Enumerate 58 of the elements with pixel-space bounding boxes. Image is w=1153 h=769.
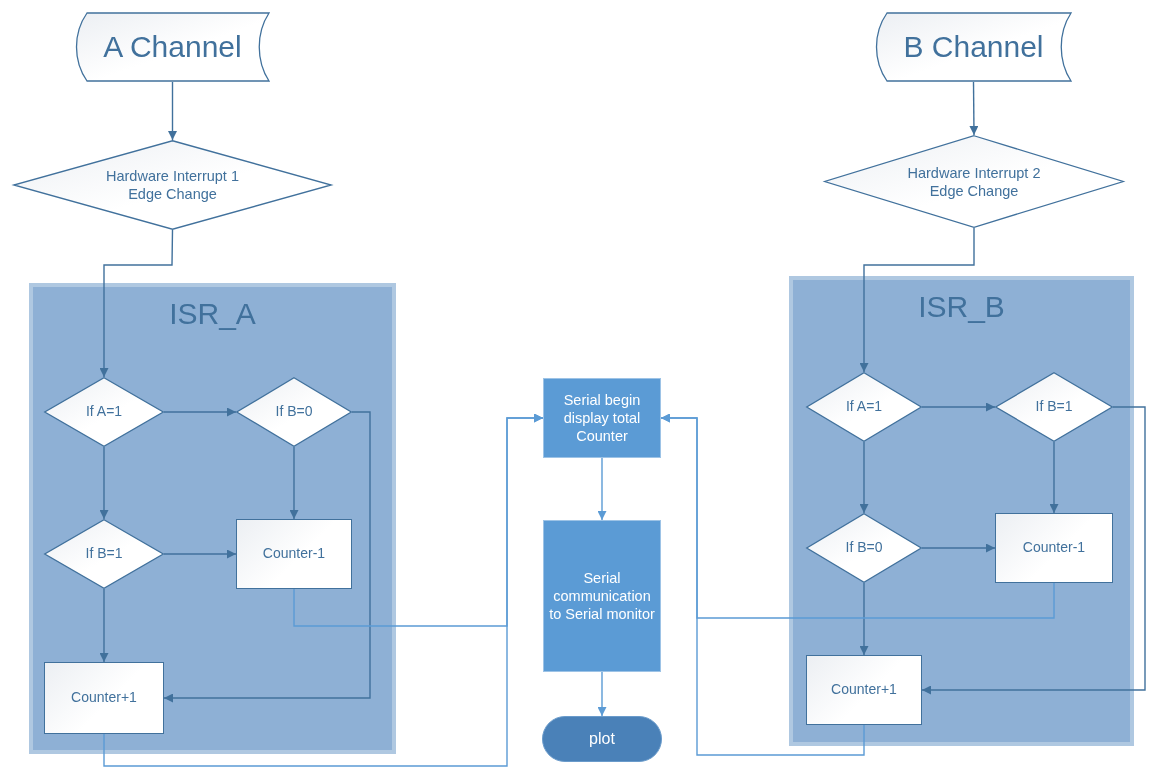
process-box bbox=[995, 513, 1113, 583]
decision-diamond bbox=[44, 377, 164, 447]
node-label: Counter-1 bbox=[1021, 539, 1087, 557]
node-label: Serial begin display total Counter bbox=[562, 390, 642, 446]
arrow bbox=[99, 588, 109, 663]
node-label: Counter+1 bbox=[830, 681, 898, 699]
group-panel bbox=[33, 287, 392, 750]
group-panel bbox=[793, 280, 1130, 742]
arrow bbox=[921, 406, 1146, 695]
arrow bbox=[859, 582, 869, 656]
input-tape-shape bbox=[75, 12, 270, 82]
arrow bbox=[597, 457, 607, 521]
arrow bbox=[859, 227, 975, 373]
decision-diamond bbox=[806, 372, 922, 442]
node-label: Hardware Interrupt 2 Edge Change bbox=[906, 163, 1042, 200]
process-box bbox=[44, 662, 164, 734]
arrow bbox=[859, 441, 869, 514]
node-label: If A=1 bbox=[844, 398, 884, 416]
arrow bbox=[163, 411, 371, 703]
process-box bbox=[543, 378, 661, 458]
node-label: Hardware Interrupt 1 Edge Change bbox=[105, 166, 240, 204]
node-label: A Channel bbox=[102, 29, 243, 66]
node-label: If B=1 bbox=[1034, 398, 1074, 416]
node-label: If B=0 bbox=[274, 403, 314, 421]
node-label: Counter+1 bbox=[70, 689, 138, 707]
decision-diamond bbox=[824, 135, 1124, 228]
node-label: If A=1 bbox=[84, 403, 124, 421]
arrow bbox=[660, 413, 865, 756]
terminator-pill bbox=[542, 716, 662, 762]
arrow bbox=[921, 402, 996, 412]
arrow bbox=[1049, 441, 1059, 514]
process-box bbox=[543, 520, 661, 672]
process-box bbox=[236, 519, 352, 589]
arrow bbox=[99, 446, 109, 520]
decision-diamond bbox=[995, 372, 1113, 442]
node-label: Counter-1 bbox=[261, 545, 327, 563]
arrow bbox=[168, 81, 177, 141]
node-label: plot bbox=[588, 729, 616, 749]
node-label: Serial communication to Serial monitor bbox=[548, 568, 656, 624]
arrow bbox=[597, 671, 607, 717]
node-label: If B=0 bbox=[844, 539, 884, 557]
decision-diamond bbox=[13, 140, 332, 230]
node-label: B Channel bbox=[902, 29, 1045, 66]
arrow bbox=[921, 543, 996, 553]
process-box bbox=[806, 655, 922, 725]
arrow bbox=[163, 549, 237, 559]
arrow bbox=[289, 446, 299, 520]
arrow bbox=[99, 229, 174, 378]
input-tape-shape bbox=[875, 12, 1072, 82]
panel-title: ISR_B bbox=[917, 289, 1006, 325]
arrow bbox=[163, 407, 237, 417]
panel-title: ISR_A bbox=[168, 296, 257, 332]
arrow bbox=[969, 81, 979, 136]
decision-diamond bbox=[44, 519, 164, 589]
node-label: If B=1 bbox=[84, 545, 124, 563]
arrow bbox=[103, 413, 544, 767]
decision-diamond bbox=[806, 513, 922, 583]
decision-diamond bbox=[236, 377, 352, 447]
